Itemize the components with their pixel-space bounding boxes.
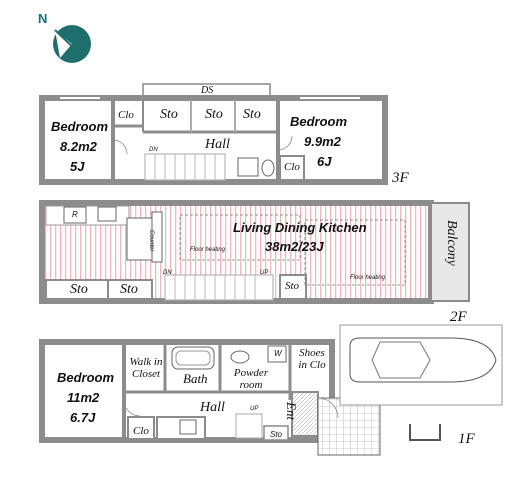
bedroom-3f-right-name: Bedroom	[290, 114, 348, 129]
floor-1f-label: 1F	[458, 431, 475, 447]
bath-label: Bath	[183, 371, 208, 386]
compass-label: N	[38, 11, 48, 26]
walk-in-closet-label: Walk in Closet	[129, 356, 163, 380]
gate-marker	[409, 424, 441, 441]
clo-3f-right: Clo	[284, 161, 300, 173]
floor-1f	[39, 339, 381, 456]
up-2f: UP	[260, 270, 269, 276]
floor-heating-1: Floor heating	[190, 247, 226, 253]
floor-2f	[39, 200, 470, 304]
bedroom-3f-right-area: 9.9m2	[304, 134, 341, 149]
sto-2f-1: Sto	[70, 282, 88, 297]
floor-heating-2: Floor heating	[350, 275, 386, 281]
ds-label: DS	[201, 85, 214, 96]
ldk-size: 38m2/23J	[265, 239, 324, 254]
bedroom-1f-area: 11m2	[67, 390, 100, 405]
clo-3f-left: Clo	[118, 109, 134, 121]
counter-label: Counter	[148, 230, 154, 252]
sto-3f-2: Sto	[205, 107, 223, 122]
car-icon	[339, 324, 503, 406]
hall-3f: Hall	[205, 137, 230, 152]
sto-2f-3: Sto	[285, 280, 300, 292]
shoes-in-clo-label: Shoes in Clo	[298, 347, 326, 371]
dn-2f: DN	[163, 270, 172, 276]
powder-room-label: Powder room	[233, 367, 269, 391]
bedroom-1f-name: Bedroom	[57, 370, 115, 385]
sto-3f-3: Sto	[243, 107, 261, 122]
bedroom-3f-left-name: Bedroom	[51, 119, 109, 134]
bedroom-3f-left-area: 8.2m2	[60, 139, 97, 154]
refrigerator-label: R	[72, 210, 78, 219]
bedroom-3f-left-size: 5J	[70, 159, 85, 174]
up-1f: UP	[250, 406, 259, 412]
balcony-label: Balcony	[444, 220, 459, 266]
clo-1f: Clo	[133, 425, 149, 437]
floor-3f-label: 3F	[392, 170, 409, 186]
compass-icon	[53, 25, 91, 63]
ldk-name: Living Dining Kitchen	[233, 220, 367, 235]
hall-1f: Hall	[200, 400, 225, 415]
sto-1f: Sto	[270, 430, 283, 439]
bedroom-1f-size: 6.7J	[70, 410, 96, 425]
washer-label: W	[274, 349, 282, 358]
bedroom-3f-right-size: 6J	[317, 154, 332, 169]
sto-2f-2: Sto	[120, 282, 138, 297]
ent-label: Ent	[284, 402, 299, 421]
floor-2f-label: 2F	[450, 309, 467, 325]
dn-3f: DN	[149, 147, 158, 153]
floor-3f	[39, 83, 388, 185]
sto-3f-1: Sto	[160, 107, 178, 122]
